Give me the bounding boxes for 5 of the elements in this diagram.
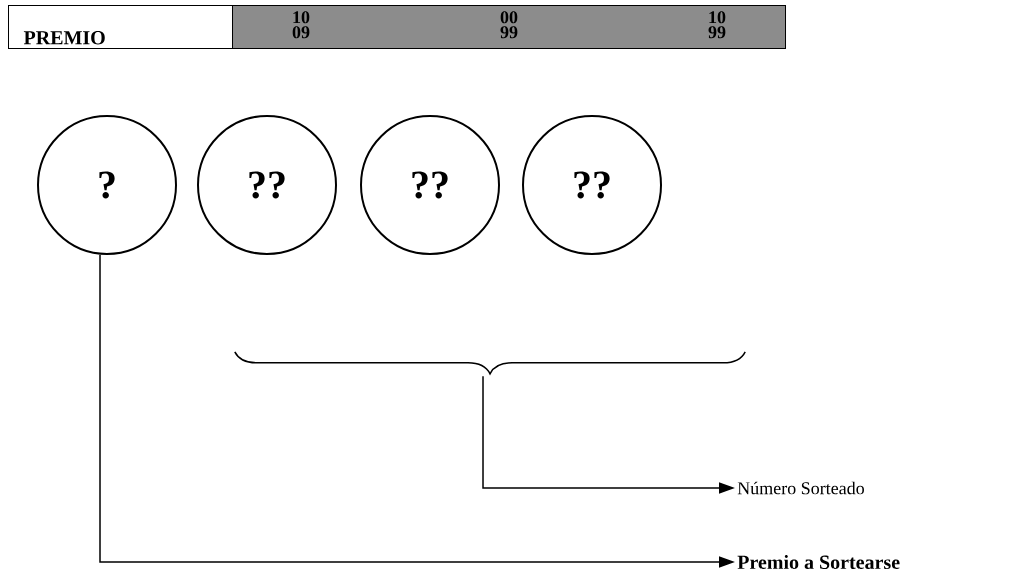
header-band: 10 00 10 09 99 99 [232, 5, 786, 49]
label-text: Premio a Sortearse [737, 554, 900, 570]
label-text: Número Sorteado [737, 481, 864, 495]
header-cell: PREMIO [8, 5, 233, 49]
bracket [234, 351, 746, 375]
